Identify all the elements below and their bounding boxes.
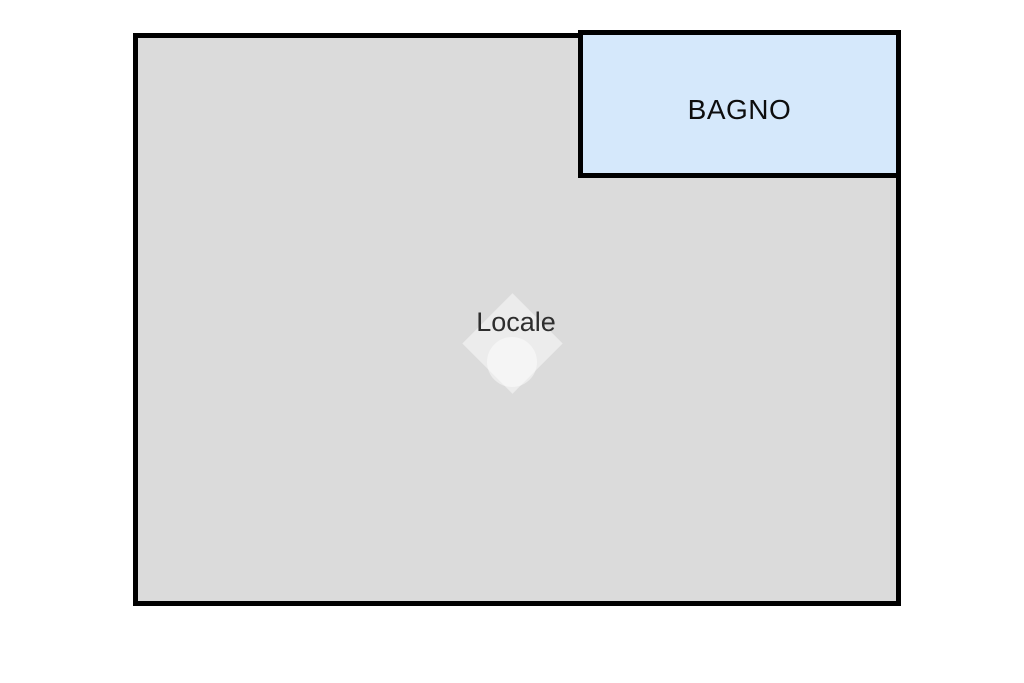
watermark-circle-icon [487,337,537,387]
room-bagno-label: BAGNO [687,94,792,125]
room-bagno: BAGNO [578,30,901,178]
room-locale-label: Locale [476,307,556,337]
